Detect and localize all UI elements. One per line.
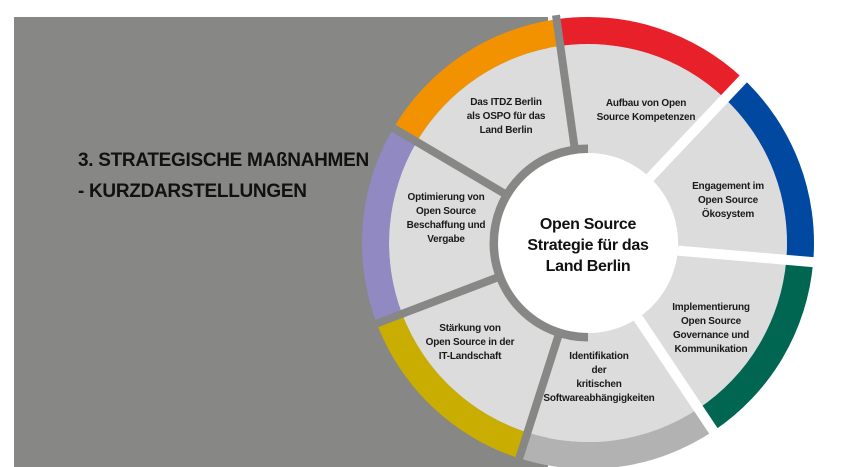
segment-separator (677, 245, 818, 268)
segment-separator (646, 72, 750, 182)
segment-label-line: Ökosystem (701, 209, 755, 220)
segment-label-line: Identifikation (569, 351, 629, 362)
segment-separator (633, 315, 720, 438)
segment-label-line: Engagement im (692, 181, 764, 192)
ring-arc-optimierung (393, 19, 561, 142)
segment-aufbau (649, 98, 787, 260)
segment-label-line: als OSPO für das (466, 111, 546, 122)
slide-title-line-1: 3. STRATEGISCHE MAßNAHMEN (78, 150, 369, 171)
segment-label-line: kritischen (576, 379, 622, 390)
segment-staerkung (389, 141, 511, 314)
ring-arc-staerkung (362, 128, 417, 324)
segment-label-line: Kommunikation (674, 344, 748, 355)
segment-label-line: Stärkung von (439, 323, 501, 334)
ring-arc-implementierung (519, 408, 714, 467)
center-circle (498, 153, 678, 333)
ring-arc-identifikation (376, 313, 528, 459)
segment-itdz (560, 43, 725, 178)
segment-label-line: Optimierung von (407, 192, 485, 203)
segment-label-line: Implementierung (672, 302, 750, 313)
segment-label-line: Aufbau von Open (605, 98, 687, 109)
segment-label-line: Open Source (680, 316, 742, 327)
center-label: Open Source Strategie für das Land Berli… (527, 214, 648, 277)
segment-label-line: Governance und (672, 330, 750, 341)
segment-label-line: Das ITDZ Berlin (470, 97, 542, 108)
segment-optimierung (416, 45, 576, 198)
inner-ring (489, 144, 589, 342)
segment-label-line: der (591, 365, 607, 376)
segment-label-line: Source Kompetenzen (596, 112, 696, 123)
slide-title-line-2: - KURZDARSTELLUNGEN (78, 181, 307, 202)
segment-label-line: Softwareabhängigkeiten (543, 393, 655, 404)
segment-separator (552, 14, 580, 155)
ring-arc-itdz (556, 16, 744, 99)
center-label-line: Land Berlin (545, 258, 631, 275)
segment-label-line: Beschaffung und (406, 220, 486, 231)
ring-arc-aufbau (724, 78, 814, 263)
segment-label-line: Open Source (697, 195, 759, 206)
segment-label-line: Vergabe (427, 234, 465, 245)
segment-label-line: Open Source in der (425, 337, 515, 348)
segment-separator (387, 122, 513, 201)
segment-label-line: Land Berlin (479, 125, 533, 136)
segment-separator (371, 271, 506, 329)
segment-separator (514, 327, 565, 464)
center-label-line: Strategie für das (527, 237, 649, 254)
segment-label-line: IT-Landschaft (438, 351, 502, 362)
center-label-line: Open Source (539, 216, 637, 233)
ring-arc-engagement (698, 259, 814, 431)
segment-label-line: Open Source (415, 206, 477, 217)
